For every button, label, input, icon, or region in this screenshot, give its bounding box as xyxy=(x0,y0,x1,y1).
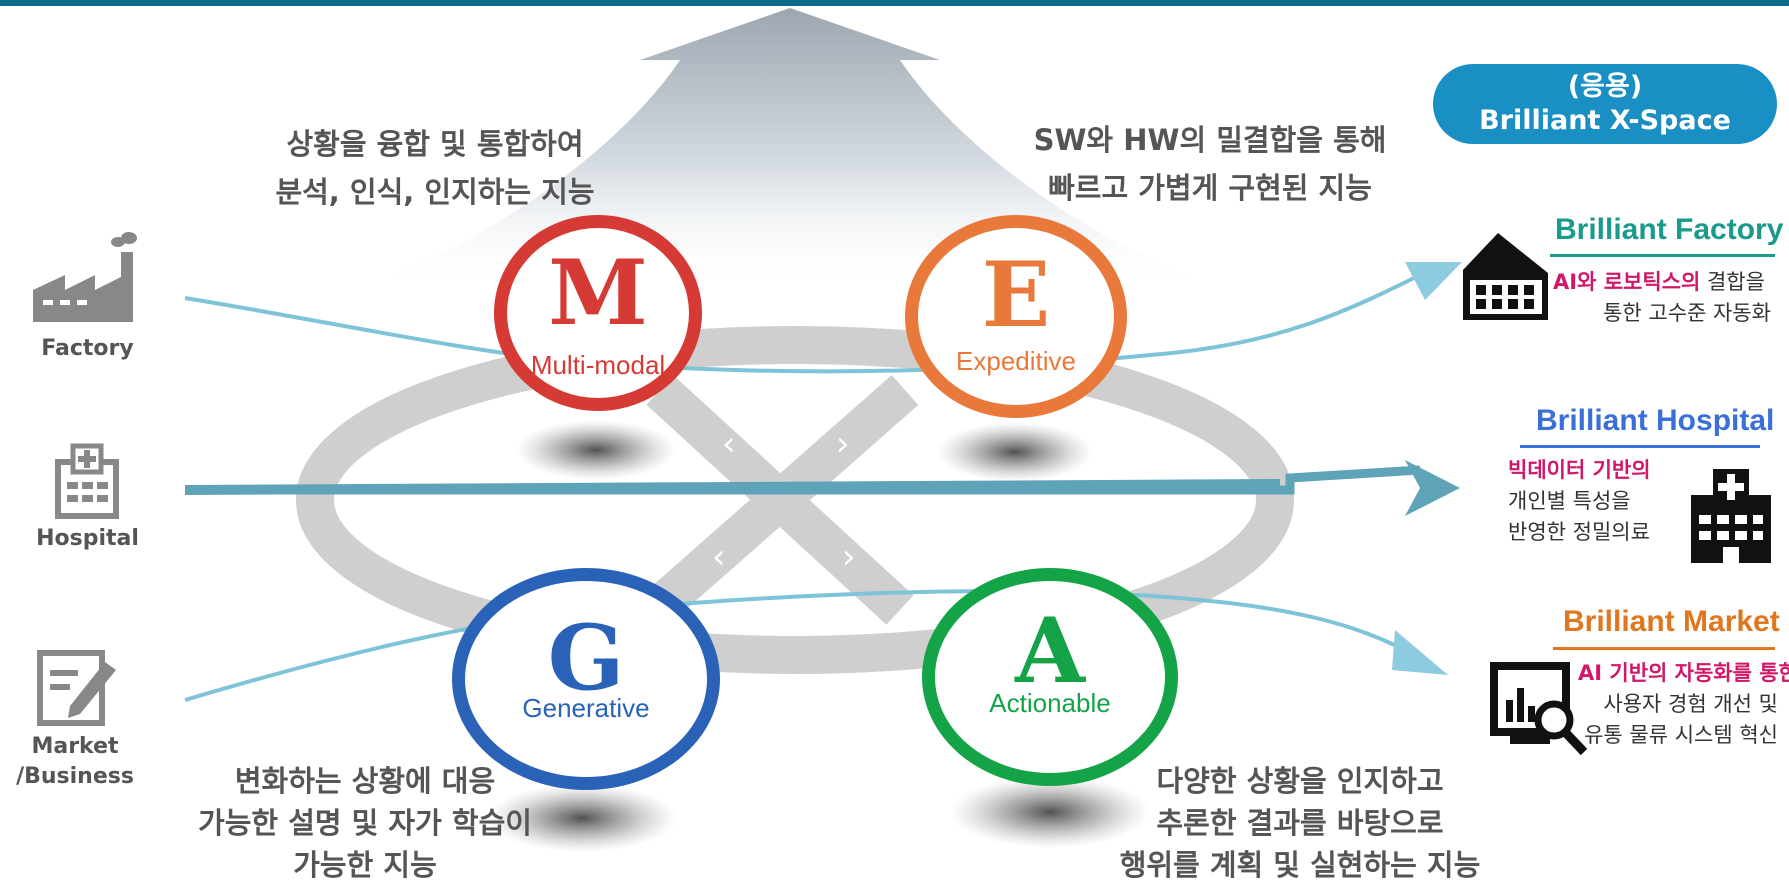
app-text-factory: AI와 로보틱스의 결합을 통한 고수준 자동화 xyxy=(1553,267,1771,329)
letter-a: A xyxy=(1015,598,1085,704)
caption-line: 다양한 상황을 인지하고 xyxy=(1156,764,1444,798)
app-title-underline-factory xyxy=(1550,254,1775,257)
app-text-line-market: 사용자 경험 개선 및 xyxy=(1603,692,1778,716)
app-title-market: Brilliant Market xyxy=(1563,605,1780,638)
source-factory: Factory xyxy=(25,230,150,364)
shadow-m xyxy=(516,420,676,480)
app-text-market: AI 기반의 자동화를 통한 사용자 경험 개선 및 유통 물류 시스템 혁신 xyxy=(1578,658,1789,751)
document-edit-icon xyxy=(37,650,116,726)
caption-line: 상황을 융합 및 통합하여 xyxy=(286,127,584,161)
analytics-monitor-icon xyxy=(1490,662,1588,756)
caption-line: 분석, 인식, 인지하는 지능 xyxy=(275,175,595,209)
app-highlight-market: AI 기반의 자동화를 통한 xyxy=(1578,661,1789,685)
flow-market xyxy=(184,589,1421,702)
svg-text:‹: ‹ xyxy=(722,424,736,464)
app-highlight-hospital: 빅데이터 기반의 xyxy=(1508,458,1651,482)
app-title-hospital: Brilliant Hospital xyxy=(1536,404,1775,437)
central-ring xyxy=(296,326,1294,674)
caption-bottom-left: 변화하는 상황에 대응 가능한 설명 및 자가 학습이 가능한 지능 xyxy=(170,760,560,886)
app-highlight-factory: AI와 로보틱스의 xyxy=(1553,270,1701,294)
caption-line: 변화하는 상황에 대응 xyxy=(234,764,496,798)
letter-m: M xyxy=(548,240,648,346)
caption-line: 빠르고 가볍게 구현된 지능 xyxy=(1048,171,1372,205)
application-header: (응용) Brilliant X-Space xyxy=(1433,64,1777,144)
app-title-underline-hospital xyxy=(1520,445,1760,448)
shadow-a xyxy=(950,776,1150,848)
app-title-factory: Brilliant Factory xyxy=(1555,213,1784,246)
app-text-line-market: 유통 물류 시스템 혁신 xyxy=(1584,723,1778,747)
source-label-hospital: Hospital xyxy=(36,526,139,551)
circle-multimodal: M Multi-modal xyxy=(494,215,702,411)
svg-text:‹: ‹ xyxy=(712,537,726,577)
label-actionable: Actionable xyxy=(989,688,1111,718)
caption-top-left: 상황을 융합 및 통합하여 분석, 인식, 인지하는 지능 xyxy=(230,120,640,216)
building-icon xyxy=(1463,233,1548,320)
caption-top-right: SW와 HW의 밀결합을 통해 빠르고 가볍게 구현된 지능 xyxy=(1000,116,1420,212)
app-title-underline-market xyxy=(1553,647,1775,650)
flow-factory xyxy=(184,268,1431,374)
label-multimodal: Multi-modal xyxy=(530,350,666,380)
app-text-line-hospital: 반영한 정밀의료 xyxy=(1508,520,1650,544)
app-text-hospital: 빅데이터 기반의 개인별 특성을 반영한 정밀의료 xyxy=(1508,455,1651,548)
source-hospital: Hospital xyxy=(25,440,150,554)
factory-icon xyxy=(33,232,137,322)
flow-factory-arrowhead xyxy=(1405,262,1462,300)
flow-market-arrowhead xyxy=(1392,630,1448,675)
svg-text:›: › xyxy=(842,537,856,577)
caption-bottom-right: 다양한 상황을 인지하고 추론한 결과를 바탕으로 행위를 계획 및 실현하는 … xyxy=(1080,760,1520,886)
shadow-g xyxy=(487,784,677,852)
label-generative: Generative xyxy=(522,693,650,723)
caption-line: 추론한 결과를 바탕으로 xyxy=(1156,806,1444,840)
caption-line: 행위를 계획 및 실현하는 지능 xyxy=(1119,848,1481,882)
x-diagonal-2 xyxy=(641,374,919,626)
source-label-market: Market /Business xyxy=(16,734,134,789)
caption-line: 가능한 설명 및 자가 학습이 xyxy=(198,806,532,840)
circle-actionable: A Actionable xyxy=(922,568,1178,786)
application-header-line-2: Brilliant X-Space xyxy=(1479,105,1731,136)
caption-line: SW와 HW의 밀결합을 통해 xyxy=(1033,123,1387,157)
hospital-building-icon xyxy=(1691,469,1771,563)
shadow-e xyxy=(937,422,1093,482)
circle-expeditive: E Expeditive xyxy=(905,215,1127,418)
app-text-rest-factory: 결합을 xyxy=(1700,270,1765,294)
letter-g: G xyxy=(547,605,625,711)
source-market: Market /Business xyxy=(10,648,140,792)
source-label-factory: Factory xyxy=(41,336,134,361)
letter-e: E xyxy=(981,242,1051,348)
label-expeditive: Expeditive xyxy=(956,346,1076,376)
app-text-line-factory: 통한 고수준 자동화 xyxy=(1603,301,1771,325)
application-header-line-1: (응용) xyxy=(1567,71,1643,102)
circle-generative: G Generative xyxy=(452,568,720,790)
flow-hospital-arrowhead xyxy=(1405,460,1460,516)
hospital-icon xyxy=(55,443,119,519)
svg-text:›: › xyxy=(836,424,850,464)
top-accent-bar xyxy=(0,0,1789,6)
app-text-line-hospital: 개인별 특성을 xyxy=(1508,489,1631,513)
caption-line: 가능한 지능 xyxy=(293,848,437,882)
